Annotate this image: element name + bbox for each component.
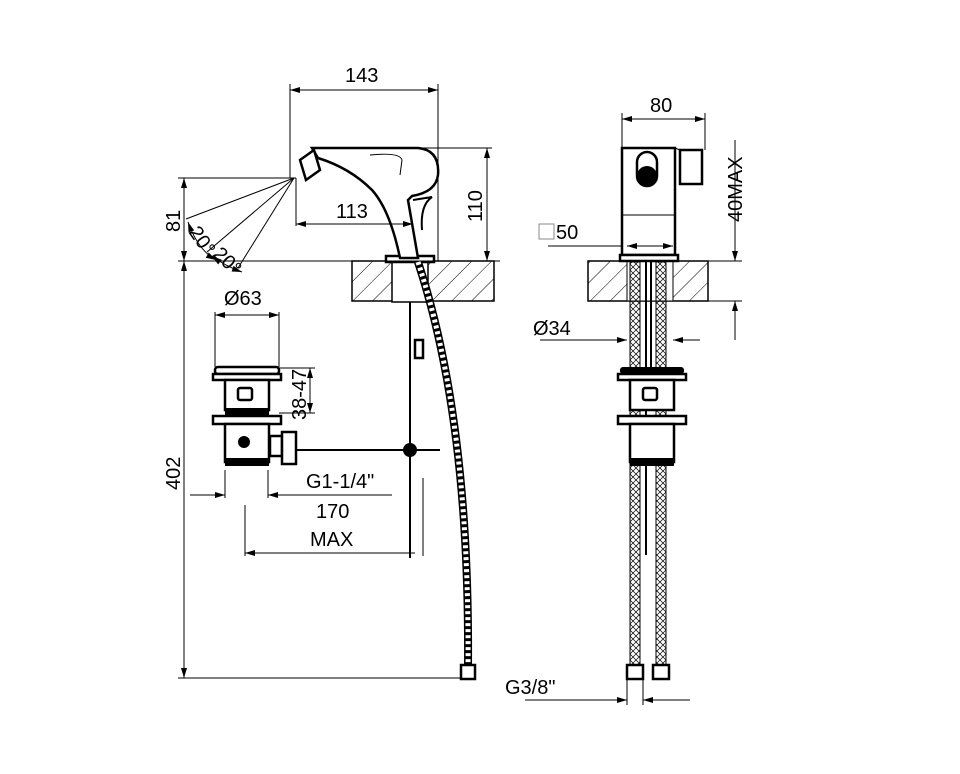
flexible-hose — [414, 260, 473, 669]
dim-total-height: 402 — [163, 457, 185, 490]
dim-rod-length-note: MAX — [310, 529, 353, 551]
dim-spout-reach: 143 — [345, 65, 378, 87]
dim-waste-adjust: 38-47 — [289, 369, 311, 420]
bidet-spray-nozzle — [298, 147, 322, 183]
dim-hose-thread: G3/8" — [505, 677, 555, 699]
dim-rod-length: 170 — [316, 501, 349, 523]
dim-deck-thickness: 40MAX — [725, 156, 747, 222]
dim-waste-thread: G1-1/4" — [306, 471, 374, 493]
dim-outlet-reach: 113 — [336, 201, 368, 223]
dim-waste-diameter: Ø63 — [224, 288, 262, 310]
dim-base-square: 50 — [556, 222, 578, 244]
front-view: 80 40MAX 50 Ø34 G3/8" — [505, 95, 747, 705]
faucet-body — [309, 146, 440, 260]
dim-outlet-height: 81 — [163, 210, 185, 232]
spray-angle-lines — [185, 177, 295, 273]
side-view: 20° 20° 143 110 113 81 402 — [163, 65, 500, 681]
dim-hole-diameter: Ø34 — [533, 318, 571, 340]
pop-up-waste: Ø63 38-47 G1-1/4" 170 MAX — [190, 288, 424, 556]
square-symbol — [538, 223, 555, 240]
dim-front-width: 80 — [650, 95, 672, 117]
dim-spout-height: 110 — [465, 190, 487, 222]
